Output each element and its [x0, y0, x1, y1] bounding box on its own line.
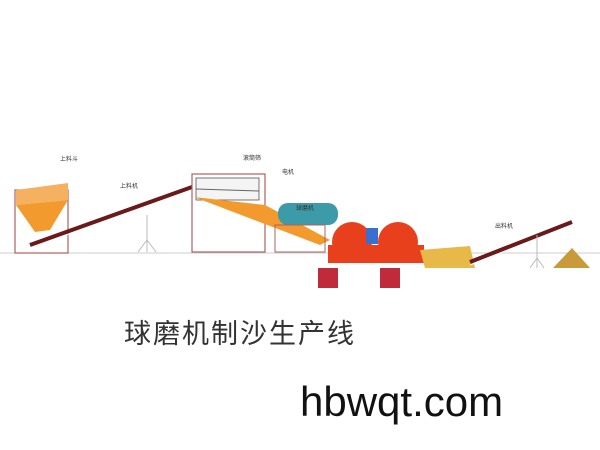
- support-stand: [137, 215, 157, 253]
- diagram-title: 球磨机制沙生产线: [124, 319, 356, 350]
- discharge-belt: [469, 220, 573, 264]
- pump: [366, 228, 378, 244]
- label-hopper: 上料斗: [60, 155, 78, 163]
- label-discharge: 出料机: [495, 222, 513, 230]
- ball-mill: [274, 203, 338, 253]
- watermark: hbwqt.com: [300, 378, 504, 425]
- feeder-belt: [29, 185, 193, 247]
- sand-washer-1: [318, 222, 378, 288]
- label-ball-mill: 球磨机: [296, 204, 314, 212]
- label-drum-screen: 滚筒筛: [243, 154, 261, 162]
- drum-screen: [191, 173, 330, 253]
- label-feeder: 上料机: [120, 182, 138, 190]
- hopper: [14, 183, 69, 254]
- sand-washer-2: [374, 222, 424, 288]
- sand-pile: [553, 248, 590, 268]
- label-motor: 电机: [282, 168, 294, 176]
- dewatering-screen: [420, 246, 475, 268]
